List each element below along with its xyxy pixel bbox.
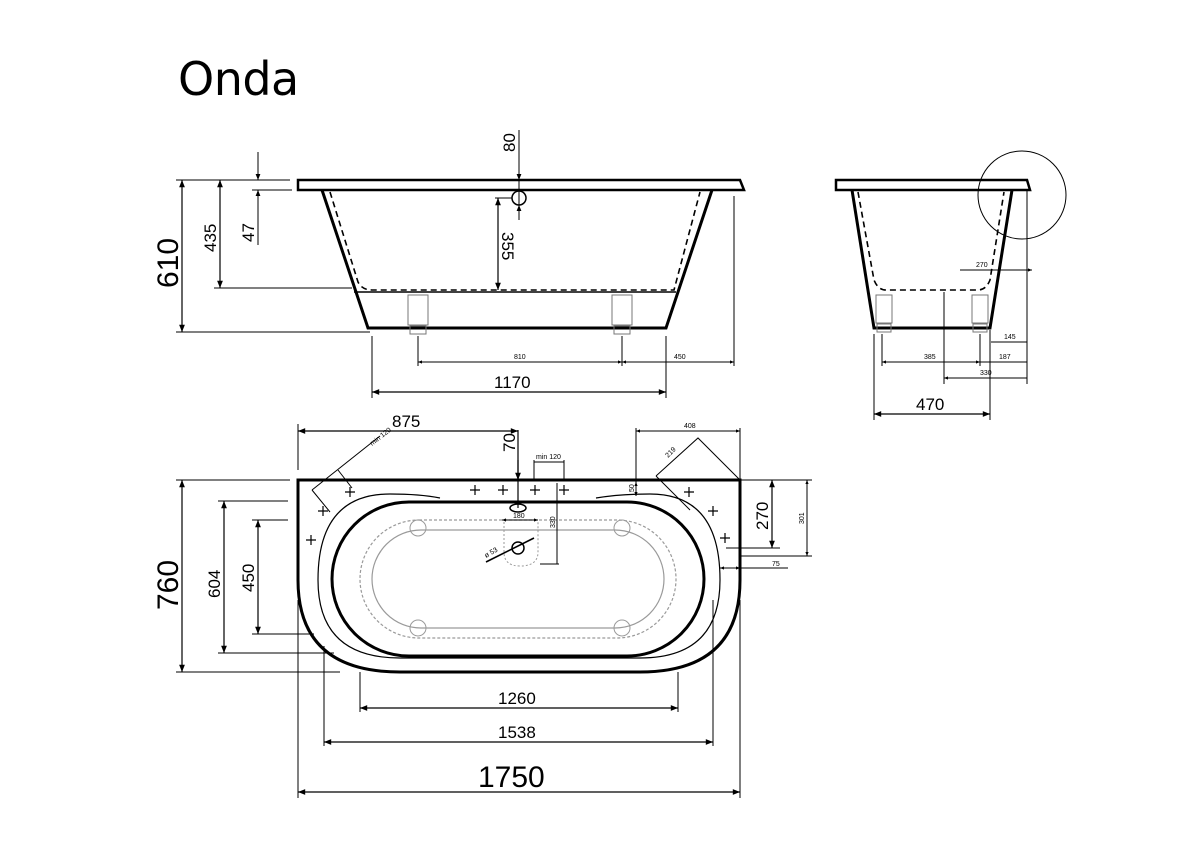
front-elevation-view bbox=[176, 130, 746, 398]
plan-view-labels: 760 604 450 875 70 min 120 min 120 408 2… bbox=[152, 412, 806, 794]
dim-overall-length: 1750 bbox=[478, 761, 545, 794]
dim-overflow-from-back: 70 bbox=[500, 433, 519, 452]
dim-side-base-width: 470 bbox=[916, 395, 944, 414]
product-title: Onda bbox=[178, 52, 299, 106]
dim-rim-thickness: 47 bbox=[239, 223, 258, 242]
dim-side-feet-spacing: 385 bbox=[924, 354, 936, 361]
dim-feet-spacing: 810 bbox=[514, 354, 526, 361]
dim-overflow-offset: 80 bbox=[500, 133, 519, 152]
dim-floor-width: 450 bbox=[239, 564, 258, 592]
dim-total-height: 610 bbox=[152, 238, 185, 288]
dim-rim-offset: 50 bbox=[629, 484, 636, 492]
dim-side-foot-to-wall: 187 bbox=[999, 354, 1011, 361]
dim-inner-length: 1538 bbox=[498, 723, 536, 742]
dim-foot-to-end: 450 bbox=[674, 354, 686, 361]
dim-side-offset: 75 bbox=[772, 561, 780, 568]
dim-corner-diagonal: 219 bbox=[664, 446, 677, 459]
dim-side-drain-to-wall: 330 bbox=[980, 370, 992, 377]
dim-corner-width: 408 bbox=[684, 423, 696, 430]
front-elevation-labels: 610 435 47 80 355 1170 810 450 bbox=[152, 133, 686, 392]
dim-inner-depth: 435 bbox=[201, 224, 220, 252]
dim-overflow-from-left: 875 bbox=[392, 412, 420, 431]
side-elevation-view bbox=[834, 150, 1067, 420]
dim-drain-width: 180 bbox=[513, 513, 525, 520]
dim-corner-depth-outer: 301 bbox=[799, 512, 806, 524]
dim-side-drain-offset-top: 270 bbox=[976, 262, 988, 269]
dim-drain-diameter: ø 53 bbox=[484, 547, 500, 560]
side-elevation-labels: 470 270 145 385 187 330 bbox=[916, 262, 1016, 414]
dim-base-length: 1170 bbox=[494, 373, 531, 392]
dim-tap-min-spacing: min 120 bbox=[536, 454, 561, 461]
dim-inner-width: 604 bbox=[205, 570, 224, 598]
dim-drain-offset: 330 bbox=[550, 516, 557, 528]
dim-overall-width: 760 bbox=[152, 560, 185, 610]
dim-corner-depth: 270 bbox=[753, 502, 772, 530]
plan-view bbox=[176, 424, 812, 798]
dim-overflow-to-floor: 355 bbox=[498, 232, 517, 260]
dim-side-foot-inset: 145 bbox=[1004, 334, 1016, 341]
dim-corner-min-spacing: min 120 bbox=[369, 427, 393, 448]
dim-floor-length: 1260 bbox=[498, 689, 536, 708]
